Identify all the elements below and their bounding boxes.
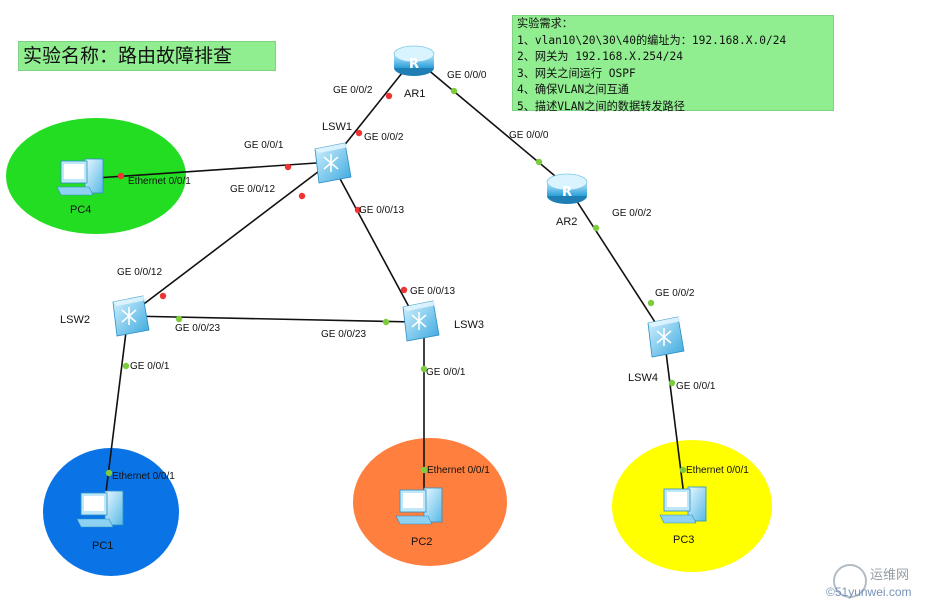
device-label-pc1: PC1 [92,540,113,552]
link-lsw1-pc4[interactable] [95,161,332,179]
pc-icon [659,486,707,524]
pc-icon [395,487,443,525]
port-dot [647,299,655,307]
port-label: GE 0/0/2 [333,85,373,96]
port-dot [354,206,362,214]
router-icon [546,173,588,205]
port-dot [592,224,600,232]
port-label: GE 0/0/0 [447,70,487,81]
router-icon [393,45,435,77]
device-label-lsw1: LSW1 [322,121,352,133]
link-ar2-lsw4[interactable] [566,185,665,337]
device-label-ar1: AR1 [404,88,425,100]
pc-icon [76,490,124,528]
link-ar1-ar2[interactable] [413,57,568,187]
port-dot [400,286,408,294]
pc-pc4[interactable] [56,158,104,196]
watermark: 运维网 ©51yunwei.com [826,564,912,599]
switch-lsw2[interactable] [112,295,150,337]
port-label: GE 0/0/1 [130,361,170,372]
port-dot [284,163,292,171]
port-dot [382,318,390,326]
port-label: GE 0/0/2 [612,208,652,219]
port-dot [385,92,393,100]
port-dot [105,469,113,477]
switch-icon [402,300,440,342]
port-label: GE 0/0/12 [230,184,275,195]
link-lsw2-lsw3[interactable] [127,315,417,323]
pc-pc1[interactable] [76,490,124,528]
port-dot [117,172,125,180]
port-label: Ethernet 0/0/1 [112,471,175,482]
watermark-logo-icon [833,564,867,598]
switch-lsw1[interactable] [314,142,352,184]
port-dot [668,379,676,387]
experiment-title-box: 实验名称：路由故障排查 [18,41,276,71]
switch-icon [647,316,685,358]
pc-pc3[interactable] [659,486,707,524]
port-label: Ethernet 0/0/1 [128,176,191,187]
requirement-item: 1、vlan10\20\30\40的编址为：192.168.X.0/24 [517,33,787,47]
port-label: GE 0/0/1 [426,367,466,378]
link-lsw1-lsw2[interactable] [127,161,332,317]
port-label: GE 0/0/2 [655,288,695,299]
port-label: Ethernet 0/0/1 [427,465,490,476]
device-label-lsw2: LSW2 [60,314,90,326]
link-lsw1-lsw3[interactable] [330,161,417,321]
requirement-item: 2、网关为 192.168.X.254/24 [517,50,683,64]
port-label: GE 0/0/2 [364,132,404,143]
port-label: GE 0/0/1 [676,381,716,392]
device-label-pc4: PC4 [70,204,91,216]
requirements-box: 实验需求： 1、vlan10\20\30\40的编址为：192.168.X.0/… [512,15,834,113]
watermark-line1: 运维网 [870,567,909,582]
device-label-pc2: PC2 [411,536,432,548]
port-dot [355,129,363,137]
port-dot [122,362,130,370]
device-label-lsw3: LSW3 [454,319,484,331]
port-dot [679,466,687,474]
port-dot [420,466,428,474]
watermark-line2: ©51yunwei.com [826,585,912,599]
port-label: GE 0/0/23 [321,329,366,340]
device-label-lsw4: LSW4 [628,372,658,384]
device-label-ar2: AR2 [556,216,577,228]
requirement-item: 5、描述VLAN之间的数据转发路径 [517,99,685,113]
port-dot [175,315,183,323]
device-label-pc3: PC3 [673,534,694,546]
pc-icon [56,158,104,196]
port-label: GE 0/0/13 [410,286,455,297]
experiment-title: 实验名称：路由故障排查 [23,45,233,67]
port-dot [535,158,543,166]
port-label: Ethernet 0/0/1 [686,465,749,476]
port-label: GE 0/0/0 [509,130,549,141]
port-label: GE 0/0/1 [244,140,284,151]
port-dot [298,192,306,200]
pc-pc2[interactable] [395,487,443,525]
requirements-heading: 实验需求： [517,17,573,30]
switch-lsw4[interactable] [647,316,685,358]
port-dot [420,365,428,373]
switch-lsw3[interactable] [402,300,440,342]
port-dot [450,87,458,95]
requirement-item: 4、确保VLAN之间互通 [517,83,629,97]
port-dot [159,292,167,300]
port-label: GE 0/0/23 [175,323,220,334]
switch-icon [112,295,150,337]
switch-icon [314,142,352,184]
requirement-item: 3、网关之间运行 OSPF [517,66,636,80]
port-label: GE 0/0/13 [359,205,404,216]
port-label: GE 0/0/12 [117,267,162,278]
router-ar1[interactable] [393,45,435,77]
router-ar2[interactable] [546,173,588,205]
